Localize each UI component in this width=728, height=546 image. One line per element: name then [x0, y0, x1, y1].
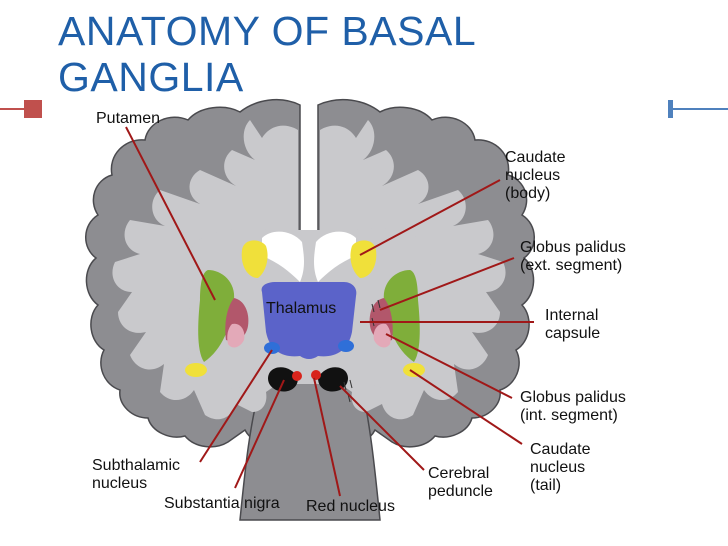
caudate-tail-left — [185, 363, 207, 377]
label-caudate-body-line2: nucleus — [505, 167, 560, 184]
leader-putamen — [125, 126, 216, 301]
label-cerebral-peduncle: Cerebral peduncle — [428, 465, 494, 500]
label-gp-ext-line1: Globus palidus — [520, 239, 626, 256]
title-bar-right-line — [673, 108, 728, 110]
label-caudate-tail-line2: nucleus — [530, 459, 585, 476]
subthalamic-nucleus-right — [338, 340, 354, 352]
midline-fissure — [305, 102, 313, 222]
globus-pallidus-int-right — [373, 323, 391, 348]
label-red-nucleus: Red nucleus — [306, 498, 395, 515]
subthalamic-nucleus-left — [264, 342, 280, 354]
label-caudate-body: Caudate nucleus (body) — [505, 149, 570, 202]
label-gp-int: Globus palidus (int. segment) — [520, 389, 630, 424]
label-caudate-body-line3: (body) — [505, 185, 550, 202]
substantia-nigra-right — [318, 367, 348, 392]
label-subthalamic-line2: nucleus — [92, 475, 147, 492]
title-bar-left — [0, 100, 70, 118]
substantia-nigra-left — [268, 367, 298, 392]
title-bar-left-block — [24, 100, 42, 118]
slide-title: ANATOMY OF BASAL GANGLIA — [58, 8, 475, 100]
leader-gp-ext — [379, 257, 515, 311]
leader-subthalamic — [199, 349, 273, 463]
label-caudate-tail: Caudate nucleus (tail) — [530, 441, 595, 494]
red-nucleus-left — [292, 371, 302, 381]
label-subthalamic: Subthalamic nucleus — [92, 457, 185, 492]
leader-red-nucleus — [313, 377, 341, 497]
label-gp-int-line2: (int. segment) — [520, 407, 618, 424]
lateral-ventricles — [262, 231, 356, 282]
thalamus-label: Thalamus — [266, 300, 336, 317]
label-internal-capsule: Internal capsule — [545, 307, 603, 342]
leader-caudate-body — [359, 179, 501, 256]
caudate-tail-right — [403, 363, 425, 377]
label-subthalamic-line1: Subthalamic — [92, 457, 180, 474]
label-gp-ext: Globus palidus (ext. segment) — [520, 239, 630, 274]
putamen-right — [383, 270, 420, 362]
label-caudate-body-line1: Caudate — [505, 149, 566, 166]
label-caudate-tail-line3: (tail) — [530, 477, 561, 494]
red-nucleus-right — [311, 370, 321, 380]
title-bar-left-line — [0, 108, 24, 110]
label-internal-capsule-line1: Internal — [545, 307, 598, 324]
caudate-body-left — [241, 240, 268, 278]
label-gp-int-line1: Globus palidus — [520, 389, 626, 406]
label-internal-capsule-line2: capsule — [545, 325, 600, 342]
label-gp-ext-line2: (ext. segment) — [520, 257, 622, 274]
thalamus — [261, 282, 357, 359]
label-putamen: Putamen — [96, 110, 160, 127]
leader-substantia-nigra — [234, 379, 285, 489]
leader-lines — [125, 126, 534, 497]
label-cerebral-peduncle-line2: peduncle — [428, 483, 493, 500]
label-cerebral-peduncle-line1: Cerebral — [428, 465, 489, 482]
globus-pallidus-int-left — [227, 323, 245, 348]
leader-gp-int — [385, 333, 513, 399]
label-caudate-tail-line1: Caudate — [530, 441, 591, 458]
label-substantia-nigra: Substantia nigra — [164, 495, 280, 512]
putamen-left — [198, 270, 235, 362]
leader-caudate-tail — [409, 369, 523, 445]
leader-cerebral-peduncle — [339, 385, 425, 471]
